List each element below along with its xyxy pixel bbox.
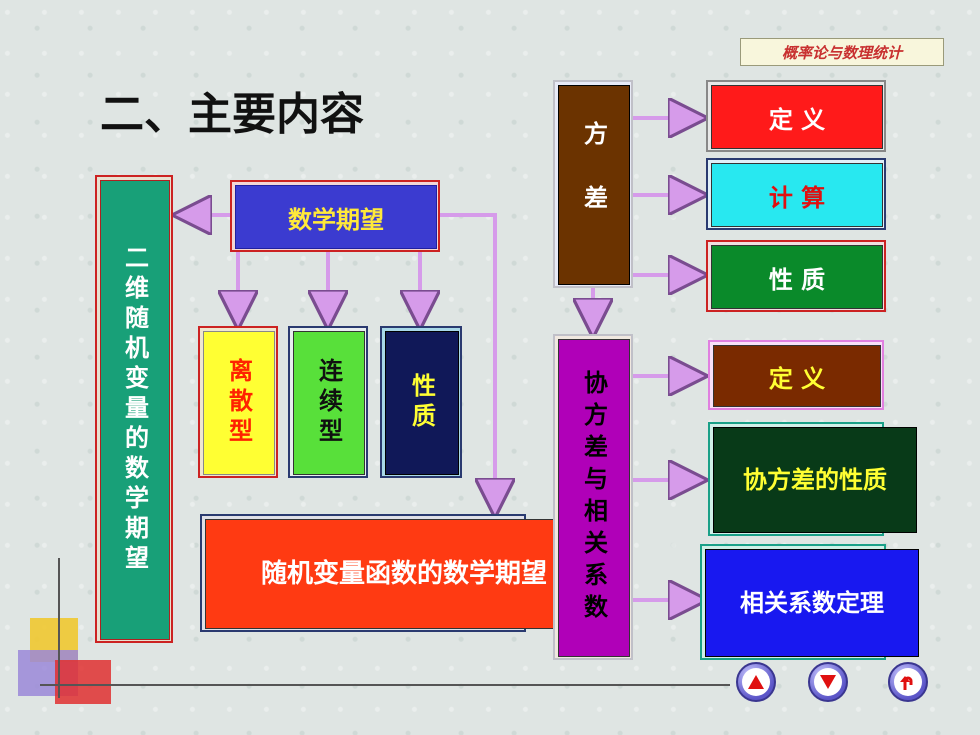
continuous-label: 连续型 [293, 331, 365, 475]
next-button[interactable] [808, 662, 848, 702]
down-triangle-icon [814, 668, 842, 696]
continuous-panel: 连续型 [288, 326, 368, 478]
variance-panel: 方差 [553, 80, 633, 288]
variance-properties: 性 质 [711, 245, 883, 309]
covariance-definition-panel[interactable]: 定 义 [708, 340, 884, 410]
course-badge: 概率论与数理统计 [740, 38, 944, 66]
expectation-label: 数学期望 [235, 185, 437, 249]
2d-expectation-panel: 二维随机变量的数学期望 [95, 175, 173, 643]
page-title: 二、主要内容 [100, 89, 364, 140]
covariance-properties-panel[interactable]: 协方差的性质 [708, 422, 917, 536]
decor-square-red [55, 660, 111, 704]
return-icon [894, 668, 922, 696]
decor-line-horizontal [40, 684, 730, 686]
variance-label: 方差 [558, 85, 630, 285]
correlation-theorem: 相关系数定理 [705, 549, 919, 657]
return-button[interactable] [888, 662, 928, 702]
covariance-properties: 协方差的性质 [713, 427, 917, 533]
function-expectation-label: 随机变量函数的数学期望 [205, 519, 603, 629]
previous-button[interactable] [736, 662, 776, 702]
2d-expectation-label: 二维随机变量的数学期望 [100, 180, 170, 640]
function-expectation-panel: 随机变量函数的数学期望 [200, 514, 603, 632]
properties-panel: 性质 [380, 326, 462, 478]
discrete-label: 离散型 [203, 331, 275, 475]
properties-label: 性质 [385, 331, 459, 475]
discrete-panel: 离散型 [198, 326, 278, 478]
variance-properties-panel[interactable]: 性 质 [706, 240, 886, 312]
up-triangle-icon [742, 668, 770, 696]
covariance-label: 协方差与相关系数 [558, 339, 630, 657]
variance-definition-panel[interactable]: 定 义 [706, 80, 886, 152]
covariance-definition: 定 义 [713, 345, 881, 407]
variance-calculation-panel[interactable]: 计 算 [706, 158, 886, 230]
variance-definition: 定 义 [711, 85, 883, 149]
variance-calculation: 计 算 [711, 163, 883, 227]
covariance-panel: 协方差与相关系数 [553, 334, 633, 660]
decor-line-vertical [58, 558, 60, 698]
expectation-panel: 数学期望 [230, 180, 440, 252]
correlation-theorem-panel[interactable]: 相关系数定理 [700, 544, 919, 660]
